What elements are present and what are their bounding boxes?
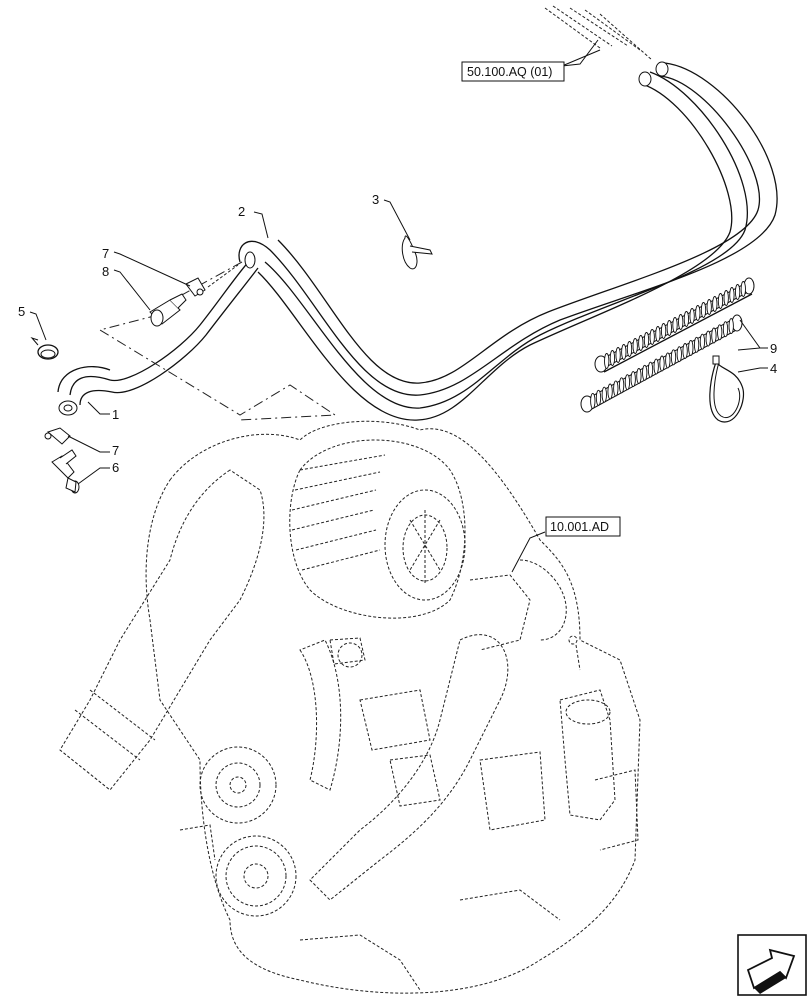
sleeve-rib	[682, 343, 688, 359]
clamp-5	[30, 336, 59, 360]
sleeve-rib	[659, 355, 665, 372]
clip-3	[401, 235, 433, 270]
sleeve-rib	[643, 332, 650, 348]
sleeve-rib	[636, 368, 642, 384]
sleeve-rib	[670, 349, 677, 366]
sleeve-rib	[706, 299, 712, 315]
sleeve-ribs	[590, 281, 746, 409]
sleeve-rib	[678, 314, 684, 330]
sleeve-rib	[595, 389, 602, 406]
sleeve-rib	[700, 302, 707, 318]
sleeve-rib	[695, 305, 701, 321]
sleeve-rib	[666, 320, 672, 336]
next-page-arrow-icon[interactable]	[737, 934, 807, 996]
sleeve-rib	[604, 353, 610, 369]
sleeve-rib	[712, 296, 718, 312]
sleeve-rib	[717, 324, 723, 341]
sleeve-rib	[728, 318, 734, 335]
sleeve-rib	[660, 323, 667, 339]
callout-7-lower: 7	[112, 443, 119, 458]
callout-2: 2	[238, 204, 245, 219]
sleeve-rib	[638, 335, 644, 351]
sleeve-rib	[693, 336, 700, 353]
sleeve-rib	[609, 350, 616, 366]
sleeve-rib	[621, 344, 627, 360]
sleeve-rib	[672, 317, 678, 333]
elbow-8	[149, 293, 187, 327]
sleeve-rib	[740, 281, 746, 297]
sleeve-rib	[590, 392, 596, 409]
fitting-6	[51, 449, 80, 494]
callout-7-upper: 7	[102, 246, 109, 261]
clip-7-lower	[44, 427, 71, 445]
sleeve-rib	[734, 284, 741, 300]
leader-lines	[29, 39, 768, 573]
sleeve-rib	[632, 338, 638, 354]
sleeve-rib	[717, 293, 724, 309]
sleeve-rib	[624, 374, 631, 391]
ref-label-top: 50.100.AQ (01)	[467, 65, 552, 79]
sleeve-rib	[722, 321, 729, 338]
sleeve-rib	[649, 329, 655, 345]
callout-8: 8	[102, 264, 109, 279]
sleeve-rib	[665, 352, 671, 369]
callout-1: 1	[112, 407, 119, 422]
sleeve-rib	[607, 383, 613, 400]
sleeve-rib	[653, 358, 659, 375]
incoming-lines	[544, 5, 653, 61]
callouts: 2 3 7 8 5 1 7 6 9 4	[18, 192, 777, 475]
callout-3: 3	[372, 192, 379, 207]
sleeve-rib	[676, 346, 682, 363]
sleeve-rib	[711, 327, 717, 344]
sleeve-rib	[655, 326, 661, 342]
clip-7-upper	[185, 277, 206, 297]
callout-5: 5	[18, 304, 25, 319]
sleeve-rib	[618, 377, 625, 394]
sleeve-rib	[705, 330, 711, 347]
sleeve-rib	[613, 380, 619, 397]
sleeve-rib	[642, 364, 648, 381]
sleeve-rib	[729, 287, 735, 303]
sleeve-rib	[688, 339, 694, 356]
callout-9: 9	[770, 341, 777, 356]
sleeve-rib	[630, 371, 636, 388]
sleeve-rib	[615, 347, 621, 363]
ref-box-engine[interactable]: 10.001.AD	[545, 516, 621, 537]
sleeve-rib	[601, 386, 607, 403]
hose-1	[57, 251, 259, 416]
sleeve-rib	[683, 311, 690, 327]
sleeve-rib	[689, 308, 695, 324]
engine-assembly	[59, 420, 641, 994]
sleeve-rib	[647, 361, 654, 378]
sleeve-rib	[723, 290, 729, 306]
hose-pair	[238, 61, 778, 421]
ref-label-engine: 10.001.AD	[550, 520, 609, 534]
callout-6: 6	[112, 460, 119, 475]
strap-4	[709, 355, 744, 423]
callout-4: 4	[770, 361, 777, 376]
sleeve-rib	[699, 333, 706, 350]
sleeve-rib	[626, 341, 633, 357]
ref-box-top[interactable]: 50.100.AQ (01)	[461, 61, 565, 82]
